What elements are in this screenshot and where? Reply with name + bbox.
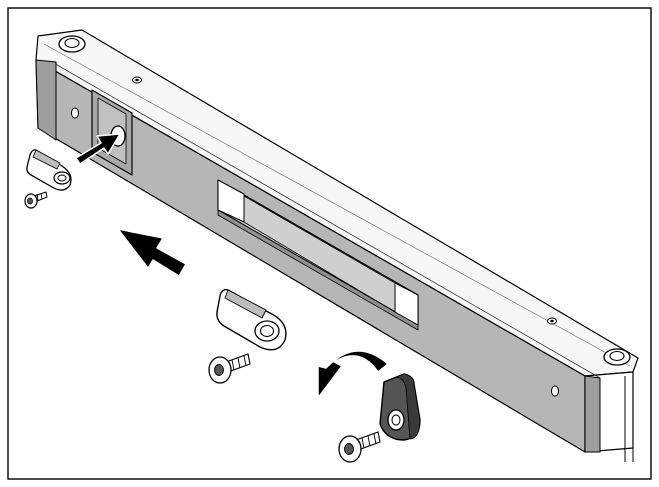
eccentric-washer-small <box>26 149 72 191</box>
corner-hole-top-left <box>58 35 86 53</box>
rotate-arrow <box>317 350 389 399</box>
insert-arrow <box>75 133 121 165</box>
top-screw-mark-right <box>547 317 557 325</box>
trim-strip <box>35 29 639 462</box>
screw-bottom <box>338 431 381 463</box>
screw-large <box>208 353 251 384</box>
top-screw-mark-left <box>132 76 142 84</box>
trim-strip-top-face <box>35 29 639 377</box>
dark-end-cap <box>379 373 421 441</box>
front-hole-left <box>71 107 79 119</box>
screw-small <box>24 191 48 209</box>
bracket-socket <box>91 89 133 176</box>
front-hole-right <box>551 385 559 397</box>
figure-frame <box>7 7 652 480</box>
handle-recess <box>217 179 419 331</box>
left-end-block <box>35 59 57 141</box>
slide-arrow <box>117 228 187 277</box>
right-end-block <box>584 375 601 453</box>
corner-hole-bottom-right <box>603 348 631 366</box>
eccentric-washer-large <box>216 288 287 351</box>
